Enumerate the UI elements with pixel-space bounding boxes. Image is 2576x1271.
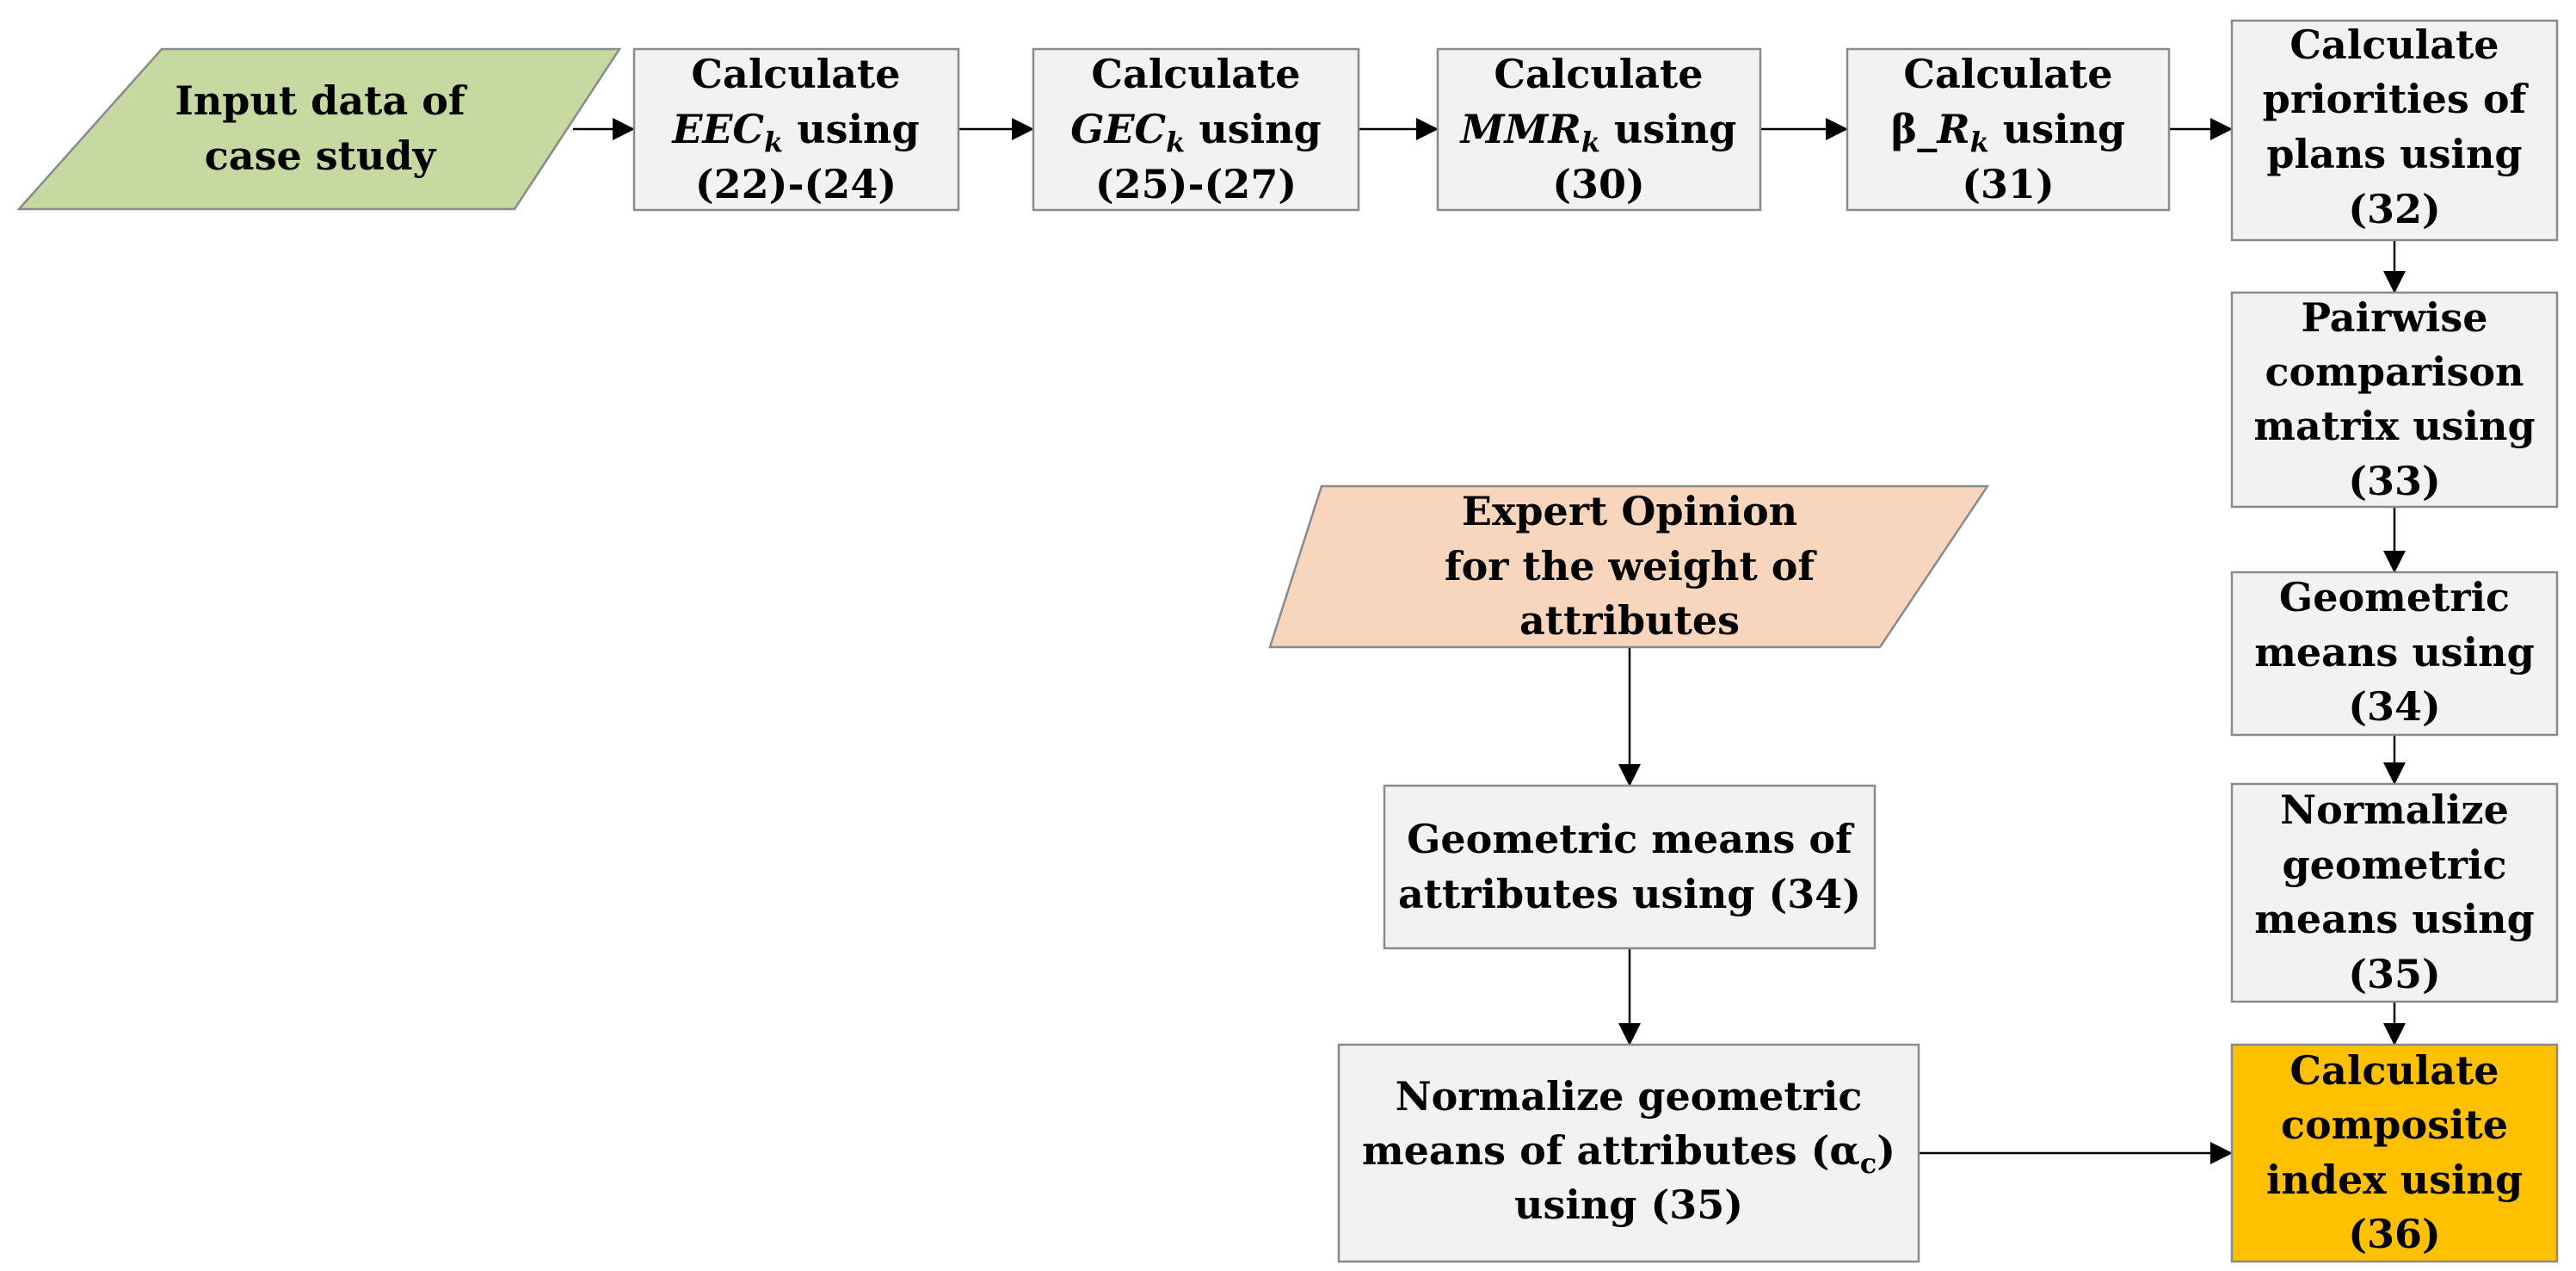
pairwise-line2: comparison [2265, 349, 2524, 395]
expert-line3: attributes [1519, 597, 1740, 644]
mmr-symbol: MMR [1459, 106, 1581, 152]
norm-attr-line2: means of attributes (αc) [1362, 1127, 1895, 1180]
node-geometric-means-attributes: Geometric means of attributes using (34) [1383, 784, 1877, 950]
input-data-shape [16, 47, 622, 211]
calculate-eec-line2: EECk using [670, 106, 919, 158]
node-geometric-means: Geometric means using (34) [2230, 571, 2559, 737]
geo-attr-line1: Geometric means of [1407, 816, 1855, 862]
calculate-gec-line3: (25)-(27) [1095, 161, 1297, 207]
normalize-geometric-means-box [2230, 782, 2559, 1003]
edges [573, 118, 2406, 1164]
calculate-priorities-box [2230, 19, 2559, 242]
normalize-line3: means using [2254, 896, 2535, 942]
geometric-means-line3: (34) [2348, 683, 2441, 730]
eec-symbol: EEC [670, 106, 764, 152]
eec-using: using [783, 106, 919, 152]
calculate-mmr-box [1436, 47, 1762, 212]
node-calculate-beta-r: Calculate β_Rk using (31) [1846, 47, 2171, 212]
calculate-gec-box [1032, 47, 1360, 212]
mmr-using: using [1600, 106, 1736, 152]
calculate-eec-line1: Calculate [691, 51, 900, 97]
node-pairwise-comparison: Pairwise comparison matrix using (33) [2230, 291, 2559, 509]
node-calculate-priorities: Calculate priorities of plans using (32) [2230, 19, 2559, 242]
geometric-means-line2: means using [2254, 629, 2535, 676]
node-expert-opinion: Expert Opinion for the weight of attribu… [1268, 484, 1990, 649]
norm-attr-line2-post: ) [1877, 1127, 1895, 1174]
node-normalize-geometric-means: Normalize geometric means using (35) [2230, 782, 2559, 1003]
calculate-mmr-line1: Calculate [1494, 51, 1703, 97]
expert-line2: for the weight of [1445, 543, 1818, 589]
normalize-attributes-box [1337, 1043, 1920, 1263]
expert-line1: Expert Opinion [1462, 488, 1797, 534]
calculate-eec-line3: (22)-(24) [695, 161, 897, 207]
pairwise-line1: Pairwise [2301, 294, 2487, 341]
geo-attr-line2: attributes using (34) [1398, 871, 1861, 917]
composite-line4: (36) [2348, 1211, 2441, 1257]
calculate-beta-r-line3: (31) [1962, 161, 2055, 207]
beta-r-symbol: R [1935, 106, 1969, 152]
composite-index-box [2230, 1043, 2559, 1263]
geometric-means-box [2230, 571, 2559, 737]
calculate-mmr-line2: MMRk using [1459, 106, 1737, 158]
calculate-beta-r-box [1846, 47, 2171, 212]
beta-r-subscript: k [1970, 126, 1989, 158]
calculate-beta-r-line1: Calculate [1903, 51, 2112, 97]
input-data-label-line1: Input data of [175, 77, 468, 124]
normalize-line4: (35) [2348, 951, 2441, 997]
node-calculate-mmr: Calculate MMRk using (30) [1436, 47, 1762, 212]
gec-symbol: GEC [1070, 106, 1166, 152]
alpha-symbol: α [1829, 1127, 1859, 1174]
norm-attr-line2-pre: means of attributes ( [1362, 1127, 1829, 1174]
eec-subscript: k [764, 126, 783, 158]
norm-attr-line1: Normalize geometric [1396, 1073, 1863, 1120]
node-calculate-eec: Calculate EECk using (22)-(24) [632, 47, 960, 212]
priorities-line1: Calculate [2289, 22, 2499, 68]
normalize-line2: geometric [2282, 842, 2506, 888]
priorities-line3: plans using [2266, 131, 2522, 177]
input-data-label-line2: case study [205, 133, 437, 179]
pairwise-comparison-box [2230, 291, 2559, 509]
calculate-gec-line1: Calculate [1091, 51, 1300, 97]
calculate-beta-r-line2: β_Rk using [1891, 106, 2125, 158]
node-input-data: Input data of case study [16, 47, 622, 211]
beta-r-using: using [1989, 106, 2125, 152]
pairwise-line3: matrix using [2253, 403, 2535, 449]
composite-line1: Calculate [2289, 1047, 2499, 1094]
geometric-means-line1: Geometric [2279, 574, 2510, 620]
beta-prefix: β_ [1891, 106, 1938, 152]
gec-subscript: k [1166, 126, 1185, 158]
pairwise-line4: (33) [2348, 458, 2441, 504]
node-calculate-composite-index: Calculate composite index using (36) [2230, 1043, 2559, 1263]
calculate-eec-box [632, 47, 960, 212]
normalize-line1: Normalize [2280, 787, 2509, 833]
alpha-subscript: c [1860, 1147, 1877, 1180]
norm-attr-line3: using (35) [1514, 1182, 1743, 1228]
priorities-line2: priorities of [2263, 76, 2530, 122]
node-normalize-attributes: Normalize geometric means of attributes … [1337, 1043, 1920, 1263]
calculate-mmr-line3: (30) [1552, 161, 1645, 207]
node-calculate-gec: Calculate GECk using (25)-(27) [1032, 47, 1360, 212]
mmr-subscript: k [1581, 126, 1600, 158]
composite-line2: composite [2281, 1101, 2508, 1148]
gec-using: using [1185, 106, 1321, 152]
priorities-line4: (32) [2348, 186, 2441, 232]
calculate-gec-line2: GECk using [1070, 106, 1322, 158]
composite-line3: index using [2266, 1157, 2523, 1203]
geometric-means-attributes-box [1383, 784, 1877, 950]
expert-opinion-shape [1268, 484, 1990, 649]
